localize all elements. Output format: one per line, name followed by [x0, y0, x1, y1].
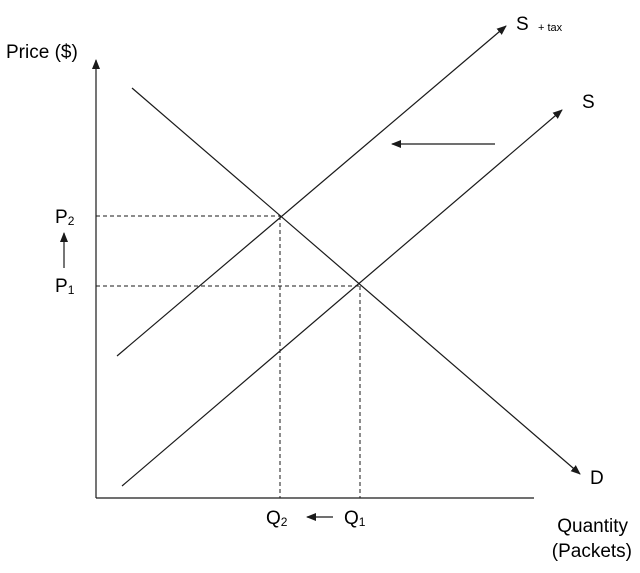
q1-label: Q1	[344, 508, 366, 529]
supply-tax-suffix: + tax	[538, 22, 563, 34]
x-axis-label-packets: (Packets)	[552, 541, 632, 562]
demand-label: D	[590, 468, 604, 489]
p1-label: P1	[55, 276, 75, 297]
p2-label: P2	[55, 207, 75, 228]
x-axis-label-quantity: Quantity	[557, 516, 628, 537]
y-axis-label: Price ($)	[6, 42, 78, 63]
supply-tax-curve	[116, 25, 507, 357]
supply-curve	[121, 109, 563, 487]
demand-curve	[131, 87, 581, 475]
supply-tax-label: S	[516, 14, 529, 35]
q2-label: Q2	[266, 508, 288, 529]
supply-label: S	[582, 92, 595, 113]
